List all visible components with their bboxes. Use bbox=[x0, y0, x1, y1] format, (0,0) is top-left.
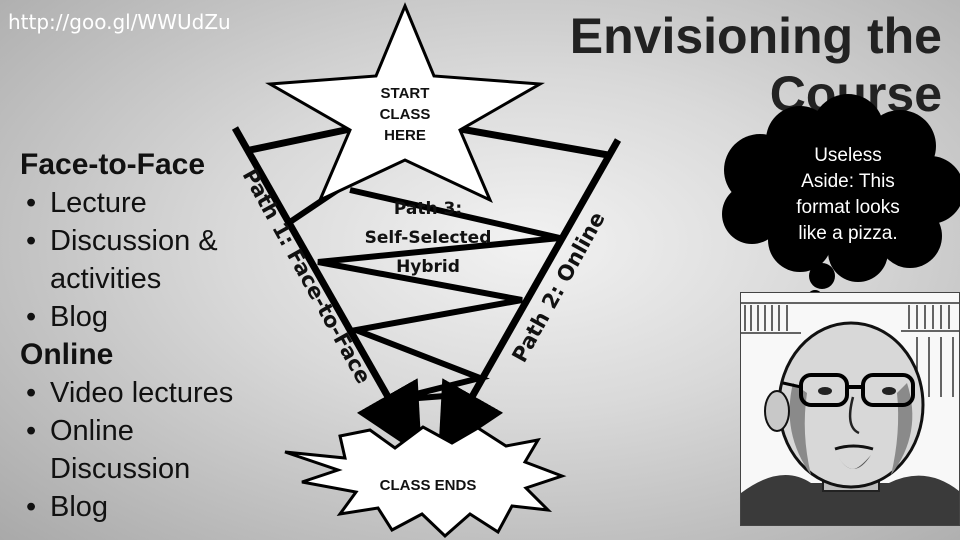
end-label: CLASS ENDS bbox=[380, 477, 477, 494]
start-star bbox=[265, 2, 545, 204]
thought-line-1: Useless bbox=[814, 145, 882, 166]
thought-line-3: format looks bbox=[796, 197, 899, 218]
list-item-text-continued: Discussion bbox=[50, 453, 191, 485]
end-burst bbox=[284, 425, 567, 539]
url-link[interactable]: http://goo.gl/WWUdZu bbox=[8, 10, 231, 34]
list-item: Lecture bbox=[20, 184, 233, 222]
section-heading-face-to-face: Face-to-Face bbox=[20, 148, 206, 181]
list-item: Discussion & activities bbox=[20, 222, 233, 298]
path2-arrow bbox=[438, 138, 622, 457]
list-item-text: Online bbox=[50, 415, 134, 447]
face-to-face-list: Lecture Discussion & activities Blog bbox=[20, 184, 233, 336]
thought-line-2: Aside: This bbox=[801, 171, 895, 192]
list-item-text-continued: activities bbox=[50, 263, 162, 295]
list-item: Blog bbox=[20, 298, 233, 336]
author-portrait bbox=[740, 292, 960, 526]
start-label-2: CLASS bbox=[380, 106, 431, 123]
path3-label-2: Self-Selected bbox=[365, 228, 492, 248]
portrait-sketch bbox=[741, 302, 959, 525]
list-item: Blog bbox=[20, 488, 233, 526]
start-label-3: HERE bbox=[384, 127, 426, 144]
title-line-1: Envisioning the bbox=[569, 8, 942, 64]
start-bar-left bbox=[249, 124, 356, 154]
course-outline: Face-to-Face Lecture Discussion & activit… bbox=[20, 146, 233, 526]
start-bar-right bbox=[454, 124, 609, 159]
slide-title: Envisioning the Course bbox=[570, 8, 942, 123]
start-label-1: START bbox=[381, 85, 430, 102]
path3-label-1: Path 3: bbox=[394, 199, 462, 219]
list-item: Video lectures bbox=[20, 374, 233, 412]
path3-label-3: Hybrid bbox=[396, 257, 460, 277]
path1-label: Path 1: Face-to-Face bbox=[238, 165, 376, 388]
section-heading-online: Online bbox=[20, 338, 114, 371]
thought-line-4: like a pizza. bbox=[798, 223, 897, 244]
thought-cloud bbox=[722, 94, 960, 317]
list-item-text: Discussion & bbox=[50, 225, 218, 257]
path1-arrow bbox=[231, 126, 422, 457]
